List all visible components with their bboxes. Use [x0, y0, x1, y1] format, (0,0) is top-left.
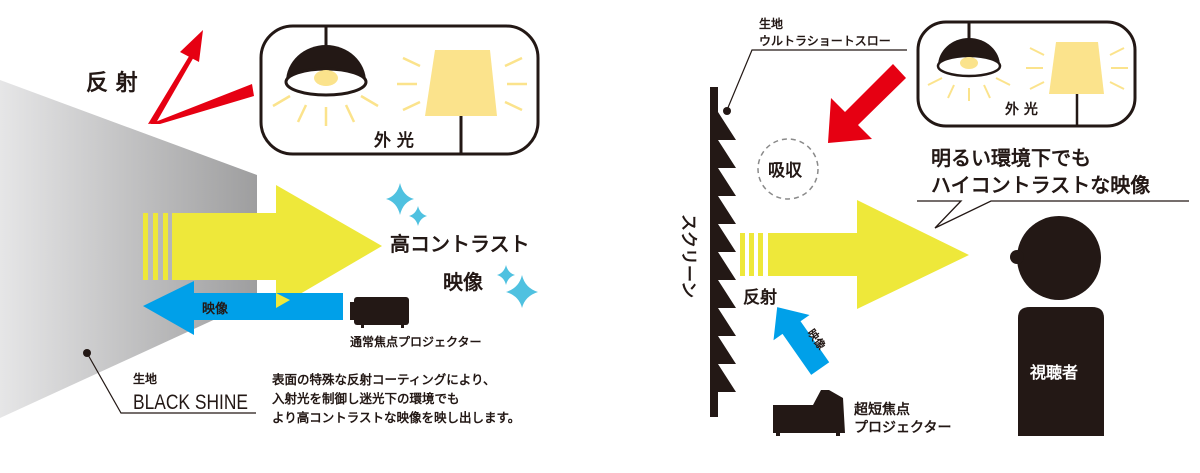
right-panel: 生地 ウルトラショートスロー スクリーン 吸収: [678, 16, 1189, 436]
ust-projector-label-line2: プロジェクター: [854, 420, 951, 436]
absorb-circle: [757, 138, 819, 200]
ust-fabric-caption: 生地: [759, 16, 783, 31]
sawtooth-screen: [710, 87, 736, 417]
yellow-light-arrow: [143, 185, 382, 308]
left-panel: 反 射: [0, 24, 540, 425]
ust-projector-label-line1: 超短焦点: [853, 401, 910, 418]
ust-projector-icon: [773, 390, 845, 436]
svg-text:入射光を制御し迷光下の環境でも: 入射光を制御し迷光下の環境でも: [272, 391, 460, 406]
reflection-label: 反 射: [86, 70, 138, 96]
black-shine-screen: [0, 80, 257, 418]
viewer-silhouette-icon: 視聴者: [1010, 216, 1104, 436]
fabric-name: BLACK SHINE: [133, 391, 248, 414]
ust-external-light-box: 外 光: [916, 20, 1137, 128]
speech-bubble-tail: [917, 200, 1189, 229]
speech-line1: 明るい環境下でも: [931, 146, 1091, 170]
ust-floor-lamp-icon: [1026, 42, 1128, 125]
fabric-caption: 生地: [133, 371, 157, 386]
viewer-label: 視聴者: [1029, 363, 1078, 382]
ust-reflection-label: 反射: [743, 287, 777, 308]
pendant-lamp-icon: [272, 27, 379, 126]
svg-text:より高コントラストな映像を映し出します。: より高コントラストな映像を映し出します。: [272, 410, 520, 425]
projector-icon: [350, 297, 409, 328]
description: 表面の特殊な反射コーティングにより、 入射光を制御し迷光下の環境でも より高コン…: [271, 372, 520, 425]
external-light-label: 外 光: [374, 130, 414, 151]
ust-fabric-name: ウルトラショートスロー: [759, 34, 891, 48]
svg-text:表面の特殊な反射コーティングにより、: 表面の特殊な反射コーティングにより、: [271, 372, 496, 387]
speech-line2: ハイコントラストな映像: [931, 173, 1151, 197]
ust-external-light-label: 外 光: [1005, 101, 1038, 118]
external-light-arrow-icon: [828, 64, 906, 143]
screen-label: スクリーン: [678, 214, 698, 298]
projector-label: 通常焦点プロジェクター: [350, 334, 482, 349]
image-arrow: 映像: [143, 281, 343, 335]
absorb-label: 吸収: [768, 161, 803, 181]
reflection-arrow-icon: [148, 30, 254, 124]
image-arrow-label: 映像: [202, 301, 229, 317]
floor-lamp-icon: [397, 50, 527, 153]
high-contrast-label-line1: 高コントラスト: [390, 232, 530, 256]
sparkle-icon: [386, 183, 538, 308]
ust-pendant-lamp-icon: [927, 23, 1011, 101]
fabric-leader: [83, 349, 256, 414]
ust-yellow-light-arrow: [740, 200, 969, 309]
high-contrast-label-line2: 映像: [443, 270, 484, 294]
ust-fabric-leader: [726, 49, 907, 111]
external-light-box: 外 光: [259, 24, 540, 156]
